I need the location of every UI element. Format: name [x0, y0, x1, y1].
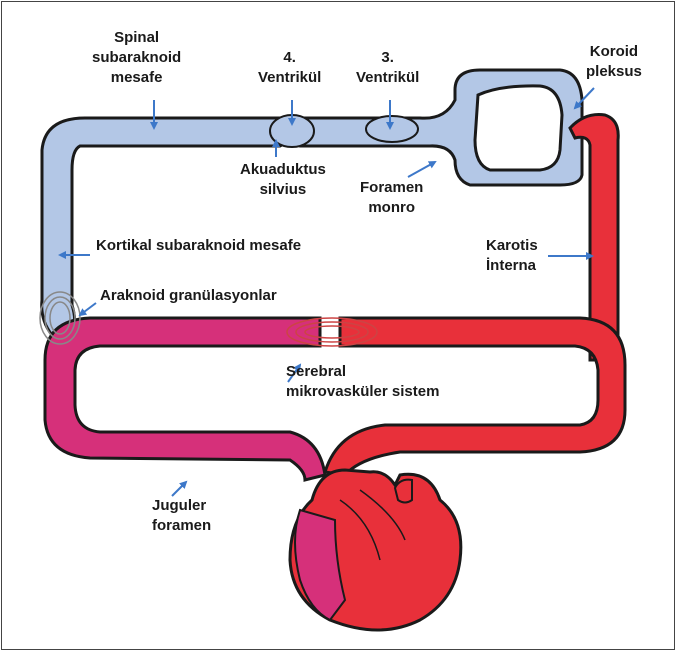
label-line: mesafe	[92, 68, 181, 88]
label-line: pleksus	[586, 62, 642, 82]
third-ventricle	[366, 116, 418, 142]
label-line: Karotis	[486, 236, 538, 256]
choroid-plexus-label: Koroid pleksus	[586, 42, 642, 82]
label-line: mikrovasküler sistem	[286, 382, 439, 402]
carotid-interna-label: Karotis İnterna	[486, 236, 538, 276]
label-line: subaraknoid	[92, 48, 181, 68]
label-line: Ventrikül	[356, 68, 419, 88]
venous-loop	[45, 318, 325, 480]
foramen-monro-label: Foramen monro	[360, 178, 423, 218]
lateral-ventricle-hollow	[475, 86, 562, 170]
label-line: Serebral	[286, 362, 439, 382]
label-line: foramen	[152, 516, 211, 536]
label-line: Foramen	[360, 178, 423, 198]
label-line: Akuaduktus	[240, 160, 326, 180]
spinal-subarachnoid-label: Spinal subaraknoid mesafe	[92, 28, 181, 88]
jugular-foramen-label: Juguler foramen	[152, 496, 211, 536]
cerebral-microvascular-label: Serebral mikrovasküler sistem	[286, 362, 439, 402]
fourth-ventricle-label: 4. Ventrikül	[258, 48, 321, 88]
label-line: monro	[360, 198, 423, 218]
label-line: 4.	[258, 48, 321, 68]
label-line: silvius	[240, 180, 326, 200]
heart	[290, 470, 461, 630]
label-line: İnterna	[486, 256, 538, 276]
cortical-subarachnoid-label: Kortikal subaraknoid mesafe	[96, 236, 301, 256]
third-ventricle-label: 3. Ventrikül	[356, 48, 419, 88]
arachnoid-granulation-label: Araknoid granülasyonlar	[100, 286, 277, 306]
aqueduct-label: Akuaduktus silvius	[240, 160, 326, 200]
label-line: Juguler	[152, 496, 211, 516]
label-line: Koroid	[586, 42, 642, 62]
label-line: Spinal	[92, 28, 181, 48]
label-line: Ventrikül	[258, 68, 321, 88]
label-line: 3.	[356, 48, 419, 68]
